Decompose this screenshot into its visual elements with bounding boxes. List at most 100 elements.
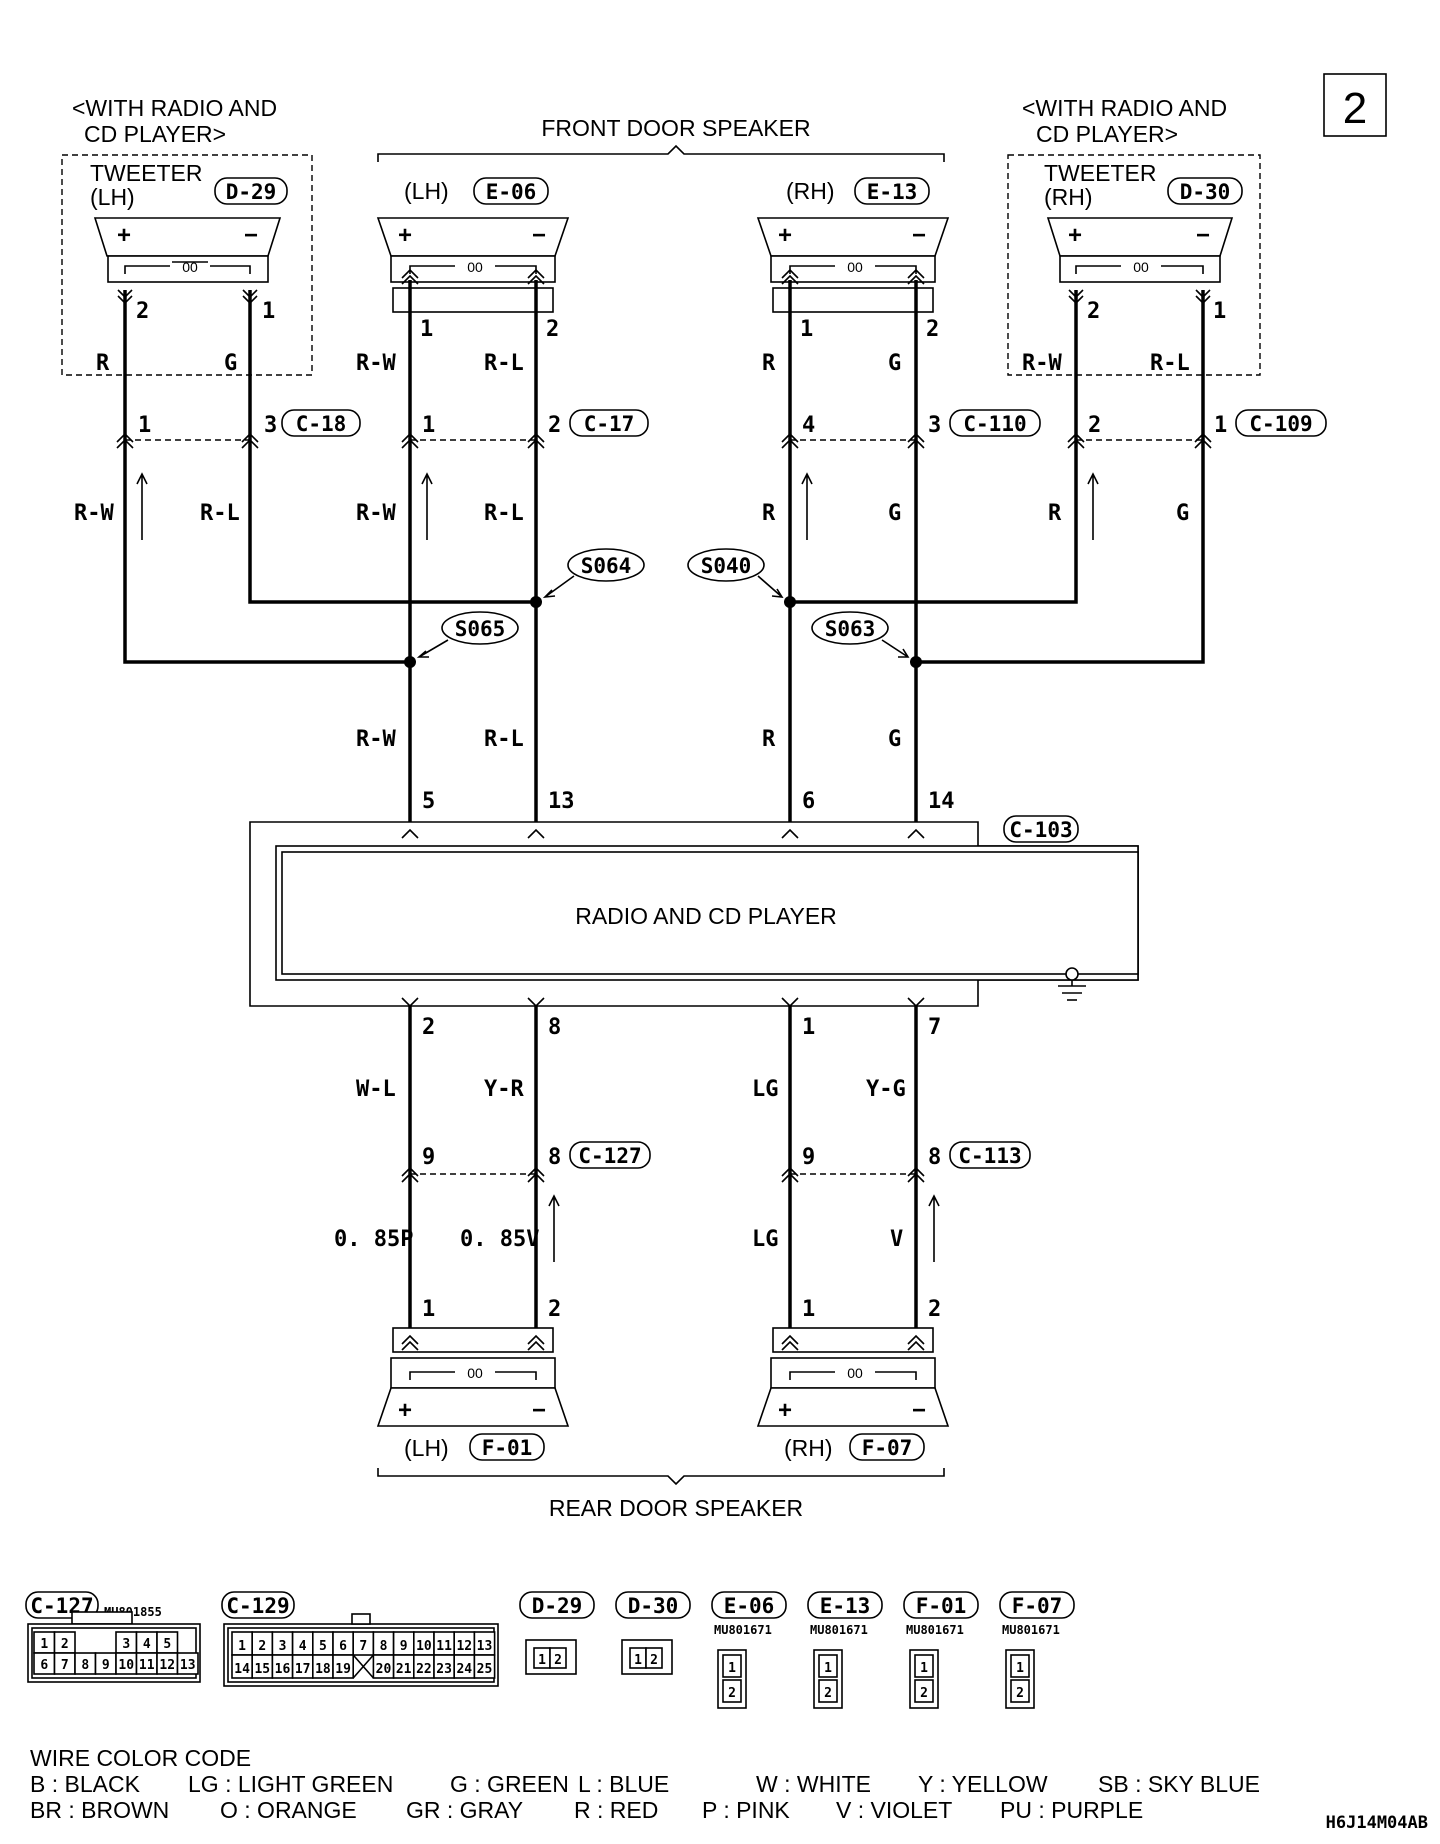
legend-d30: D-30 1 2: [615, 1591, 691, 1675]
tweeter-rh-side: (RH): [1044, 184, 1093, 210]
c110-pin-a: 4: [802, 413, 815, 438]
wire-label-c18-a: R-W: [74, 501, 114, 526]
wire-label-c18-b: R-L: [200, 501, 240, 526]
splice-s065: S065: [416, 611, 519, 658]
c129-grid-pin-18: 18: [315, 1662, 331, 1677]
c127-pin-a: 9: [422, 1145, 435, 1170]
tweeter-lh-group-label-1: <WITH RADIO AND: [72, 95, 277, 121]
legend-e13-part: MU801671: [810, 1623, 868, 1637]
c109-pin-a: 2: [1088, 413, 1101, 438]
tweeter-rh-pin-plus: 2: [1087, 299, 1100, 324]
tweeter-rh-coil: 00: [1133, 259, 1149, 275]
wire-label-c110-b: G: [888, 501, 901, 526]
legend-e06-part: MU801671: [714, 1623, 772, 1637]
wire-label-front-rh-plus: R: [762, 351, 776, 376]
c127-grid-pin-6: 6: [40, 1658, 48, 1673]
front-lh-plus: +: [398, 222, 412, 249]
joint-connectors-upper: [116, 433, 1212, 449]
c129-grid-pin-6: 6: [339, 1639, 347, 1654]
c129-grid-pin-20: 20: [376, 1662, 392, 1677]
wire-label-tweeter-lh-plus: R: [96, 351, 110, 376]
legend-d29-pin-1: 1: [538, 1653, 546, 1668]
c129-grid-pin-24: 24: [456, 1662, 472, 1677]
wire-color-line2-6: PU : PURPLE: [1000, 1797, 1143, 1823]
wire-label-c109-a: R: [1048, 501, 1062, 526]
legend-d30-pin-1: 1: [634, 1653, 642, 1668]
tweeter-rh-connector: D-30: [1180, 180, 1231, 204]
tweeter-lh-option-box: [61, 154, 313, 376]
current-arrows-lower: [548, 1194, 940, 1262]
front-speaker-lh: (LH) E-06 + − 00: [376, 177, 570, 313]
c129-grid-pin-5: 5: [319, 1639, 327, 1654]
front-lh-pin-plus: 1: [420, 317, 433, 342]
c129-grid-pin-12: 12: [456, 1639, 472, 1654]
c127-grid-pin-10: 10: [118, 1658, 134, 1673]
legend-e06: E-06 MU801671 1 2: [711, 1591, 787, 1709]
wire-color-code-title: WIRE COLOR CODE: [30, 1745, 251, 1771]
wire-color-line2-5: V : VIOLET: [836, 1797, 952, 1823]
legend-c129-name: C-129: [226, 1594, 289, 1618]
c129-grid-pin-9: 9: [400, 1639, 408, 1654]
splice-s063: S063: [811, 611, 910, 658]
c127-grid-pin-13: 13: [180, 1658, 196, 1673]
c127-grid-pin-2: 2: [61, 1637, 69, 1652]
c127-grid-pin-4: 4: [143, 1637, 151, 1652]
c129-grid-pin-21: 21: [396, 1662, 412, 1677]
c17-pin-b: 2: [548, 413, 561, 438]
tweeter-rh-group-label-2: CD PLAYER>: [1036, 121, 1178, 147]
c129-grid-pin-22: 22: [416, 1662, 432, 1677]
tweeter-rh-name: TWEETER: [1044, 160, 1156, 186]
tweeter-lh-connector: D-29: [226, 180, 277, 204]
legend-e06-pin-2: 2: [728, 1686, 736, 1701]
c18-connector: C-18: [296, 412, 347, 436]
splice-dot-s065: [404, 656, 416, 668]
c129-grid-pin-7: 7: [359, 1639, 367, 1654]
rear-rh-side: (RH): [784, 1435, 833, 1461]
wire-label-c17-b: R-L: [484, 501, 524, 526]
front-lh-connector: E-06: [486, 180, 537, 204]
front-door-speaker-label: FRONT DOOR SPEAKER: [541, 115, 810, 141]
c127-grid-pin-9: 9: [102, 1658, 110, 1673]
tweeter-lh-group-label-2: CD PLAYER>: [84, 121, 226, 147]
tweeter-lh: TWEETER (LH) D-29 + − 00: [90, 160, 288, 283]
radio-name: RADIO AND CD PLAYER: [575, 903, 837, 929]
legend-f01-name: F-01: [916, 1594, 967, 1618]
front-rh-plus: +: [778, 222, 792, 249]
front-rh-coil: 00: [847, 259, 863, 275]
rear-rh-pin-plus: 1: [802, 1297, 815, 1322]
rear-lh-side: (LH): [404, 1435, 449, 1461]
splice-s064: S064: [542, 548, 645, 599]
rear-speaker-rh: 00 + − (RH) F-07: [756, 1327, 950, 1461]
legend-d29: D-29 1 2: [519, 1591, 595, 1675]
rear-rh-pin-minus: 2: [928, 1297, 941, 1322]
tweeter-lh-coil: 00: [182, 259, 198, 275]
c129-grid-pin-19: 19: [335, 1662, 351, 1677]
c129-grid-pin-8: 8: [380, 1639, 388, 1654]
wire-label-tweeter-rh-minus: R-L: [1150, 351, 1190, 376]
legend-f07-pin-1: 1: [1016, 1661, 1024, 1676]
legend-f07-name: F-07: [1012, 1594, 1063, 1618]
legend-e13-pin-1: 1: [824, 1661, 832, 1676]
front-lh-minus: −: [532, 222, 546, 249]
wire-label-tweeter-rh-plus: R-W: [1022, 351, 1062, 376]
front-rh-side: (RH): [786, 178, 835, 204]
radio-connector: C-103: [1009, 818, 1072, 842]
front-lh-side: (LH): [404, 178, 449, 204]
legend-f07-pin-2: 2: [1016, 1686, 1024, 1701]
legend-f01-pin-2: 2: [920, 1686, 928, 1701]
c129-grid-pin-1: 1: [238, 1639, 246, 1654]
wire-tweeter-lh-minus: [248, 290, 536, 604]
radio-top-pin-1: 13: [548, 789, 575, 814]
wire-color-line2-0: BR : BROWN: [30, 1797, 169, 1823]
c113-connector: C-113: [958, 1144, 1021, 1168]
wire-label-c113-b: V: [890, 1227, 903, 1252]
wire-label-front-rh-minus: G: [888, 351, 901, 376]
splice-s063-label: S063: [825, 617, 876, 641]
front-rh-pin-minus: 2: [926, 317, 939, 342]
c109-pin-b: 1: [1214, 413, 1227, 438]
page-number-box: [1323, 73, 1387, 137]
front-rh-minus: −: [912, 222, 926, 249]
legend-e06-pin-1: 1: [728, 1661, 736, 1676]
